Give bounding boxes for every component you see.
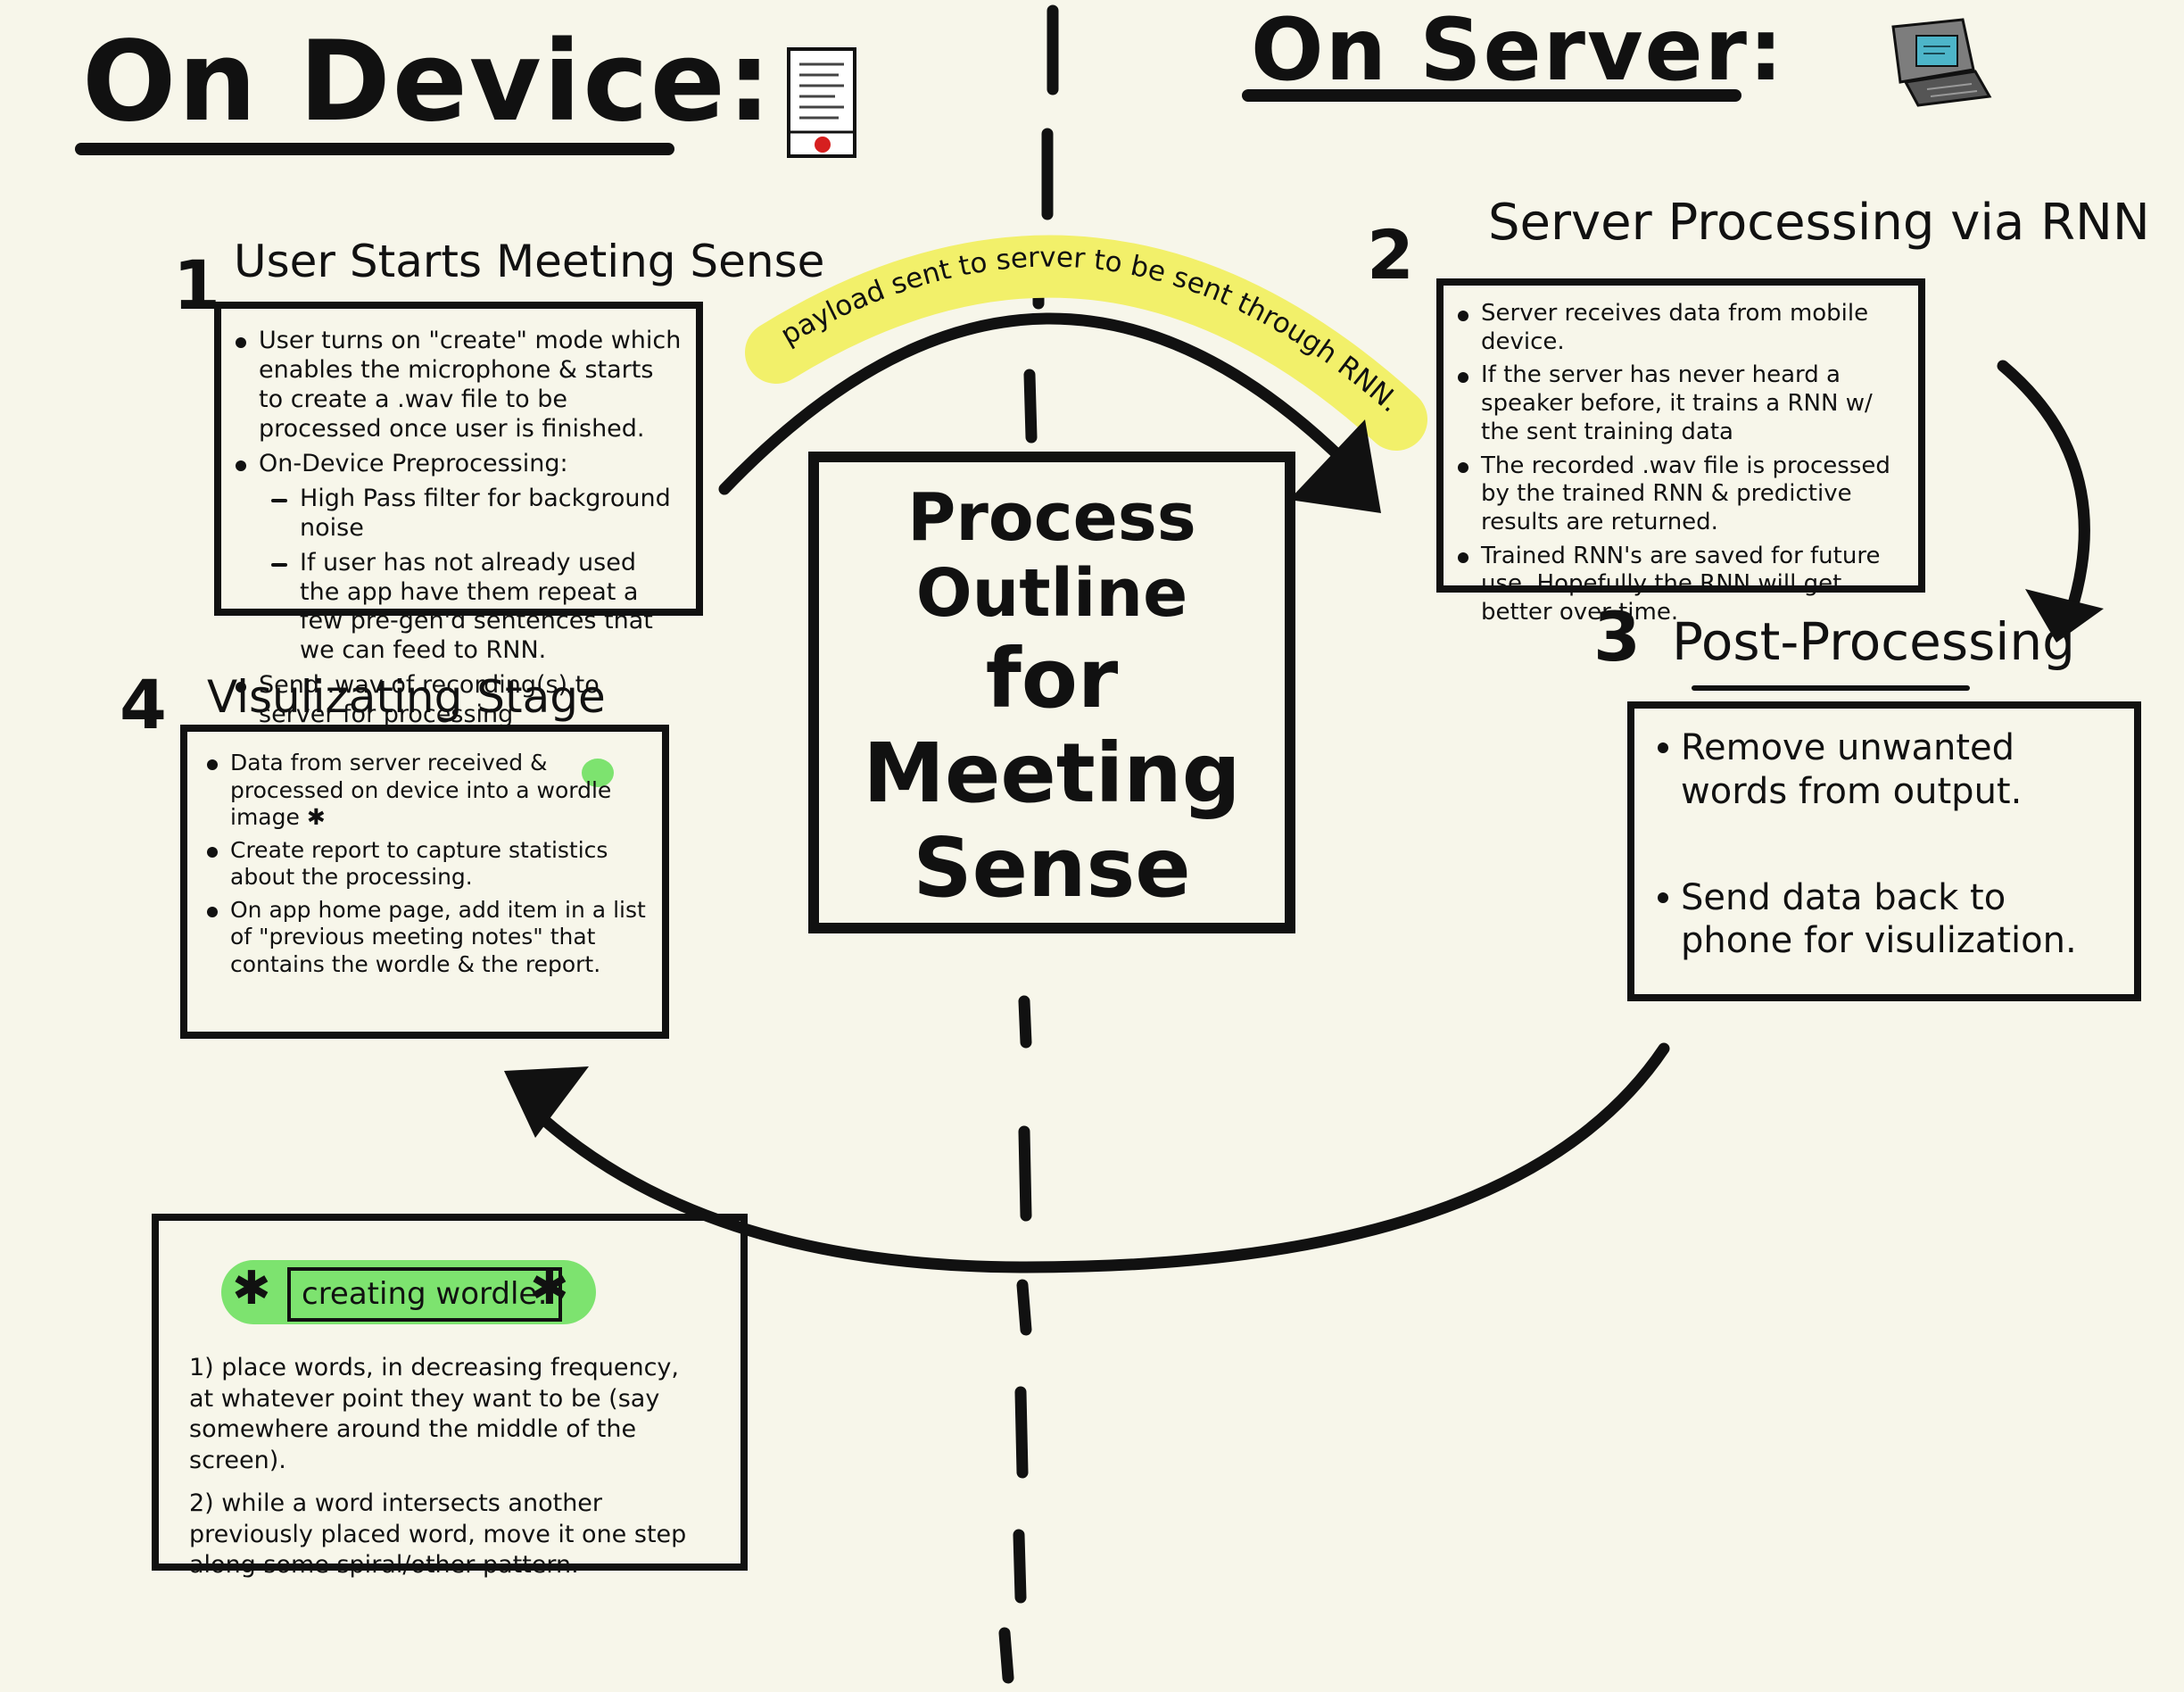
arrow-server-to-device [538,1042,1670,1273]
center-title-line-3: Meeting [863,725,1241,821]
step-1-box: User turns on "create" mode which enable… [214,302,703,728]
step-2-box: Server receives data from mobile device.… [1436,278,1925,626]
step-2-note: The recorded .wav file is processed by t… [1454,452,1906,537]
step-4-note: Create report to capture statistics abou… [203,837,648,892]
arrow-server-to-postprocessing [1997,360,2090,622]
arrow-head-top [1289,419,1381,513]
step-2-note: If the server has never heard a speaker … [1454,361,1906,446]
device-heading: On Device: [82,18,774,146]
step-3-title: Post-Processing [1672,611,2075,672]
step-4-notes: Data from server received & processed on… [187,732,662,978]
step-4-box: Data from server received & processed on… [180,725,669,1039]
step-4-note: Data from server received & processed on… [203,750,648,832]
phone-icon [787,47,856,158]
step-1-note: User turns on "create" mode which enable… [232,327,682,444]
wordle-box: ✱ creating wordle: ✱ 1) place words, in … [152,1214,748,1579]
server-heading: On Server: [1251,0,1785,100]
step-1-note: Send .wav of recording(s) to server for … [232,671,682,730]
step-1-note: If user has not already used the app hav… [232,549,682,667]
device-heading-underline [75,143,674,155]
wordle-star-left: ✱ [232,1262,271,1315]
step-2-notes: Server receives data from mobile device.… [1444,286,1918,627]
step-1-note: On-Device Preprocessing: [232,450,682,479]
step-2-note: Server receives data from mobile device. [1454,300,1906,356]
computer-icon [1891,18,1992,107]
arrow-head-bottom [504,1066,589,1138]
arrow-head-right [2025,589,2104,643]
step-2-number: 2 [1367,215,1414,294]
center-title-line-2: for [985,631,1119,727]
step-1-notes: User turns on "create" mode which enable… [221,309,696,730]
step-3-note: Send data back to phone for visulization… [1654,876,2116,964]
step-3-title-underline [1692,685,1970,691]
step-3-notes: Remove unwanted words from output. Send d… [1634,709,2134,963]
arrow-device-to-server [718,312,1371,495]
step-4-number: 4 [120,665,167,744]
step-3-box: Remove unwanted words from output. Send d… [1627,701,2141,1001]
step-2-title: Server Processing via RNN [1488,194,2150,252]
step-1-number: 1 [173,245,220,325]
step-1-title: User Starts Meeting Sense [234,236,825,287]
center-title-line-4: Sense [913,819,1191,916]
step-4-title: Visulizating Stage [207,671,606,723]
step-2-note: Trained RNN's are saved for future use. … [1454,543,1906,627]
payload-highlight [745,235,1427,451]
center-title-box: Process Outline for Meeting Sense [808,452,1295,933]
wordle-label: creating wordle: [287,1267,562,1322]
wordle-star-highlight [582,759,614,787]
wordle-step-2: 2) while a word intersects another previ… [189,1489,687,1580]
wordle-steps: 1) place words, in decreasing frequency,… [189,1353,689,1594]
center-title: Process Outline for Meeting Sense [819,462,1285,916]
step-4-note: On app home page, add item in a list of … [203,897,648,979]
wordle-step-1: 1) place words, in decreasing frequency,… [189,1354,679,1474]
wordle-star-right: ✱ [530,1262,569,1315]
step-1-note: High Pass filter for background noise [232,485,682,543]
center-title-line-1: Process Outline [907,479,1196,633]
wordle-label-highlight [221,1260,596,1324]
step-3-note: Remove unwanted words from output. [1654,726,2116,814]
server-heading-underline [1242,89,1741,102]
step-3-number: 3 [1593,597,1641,676]
